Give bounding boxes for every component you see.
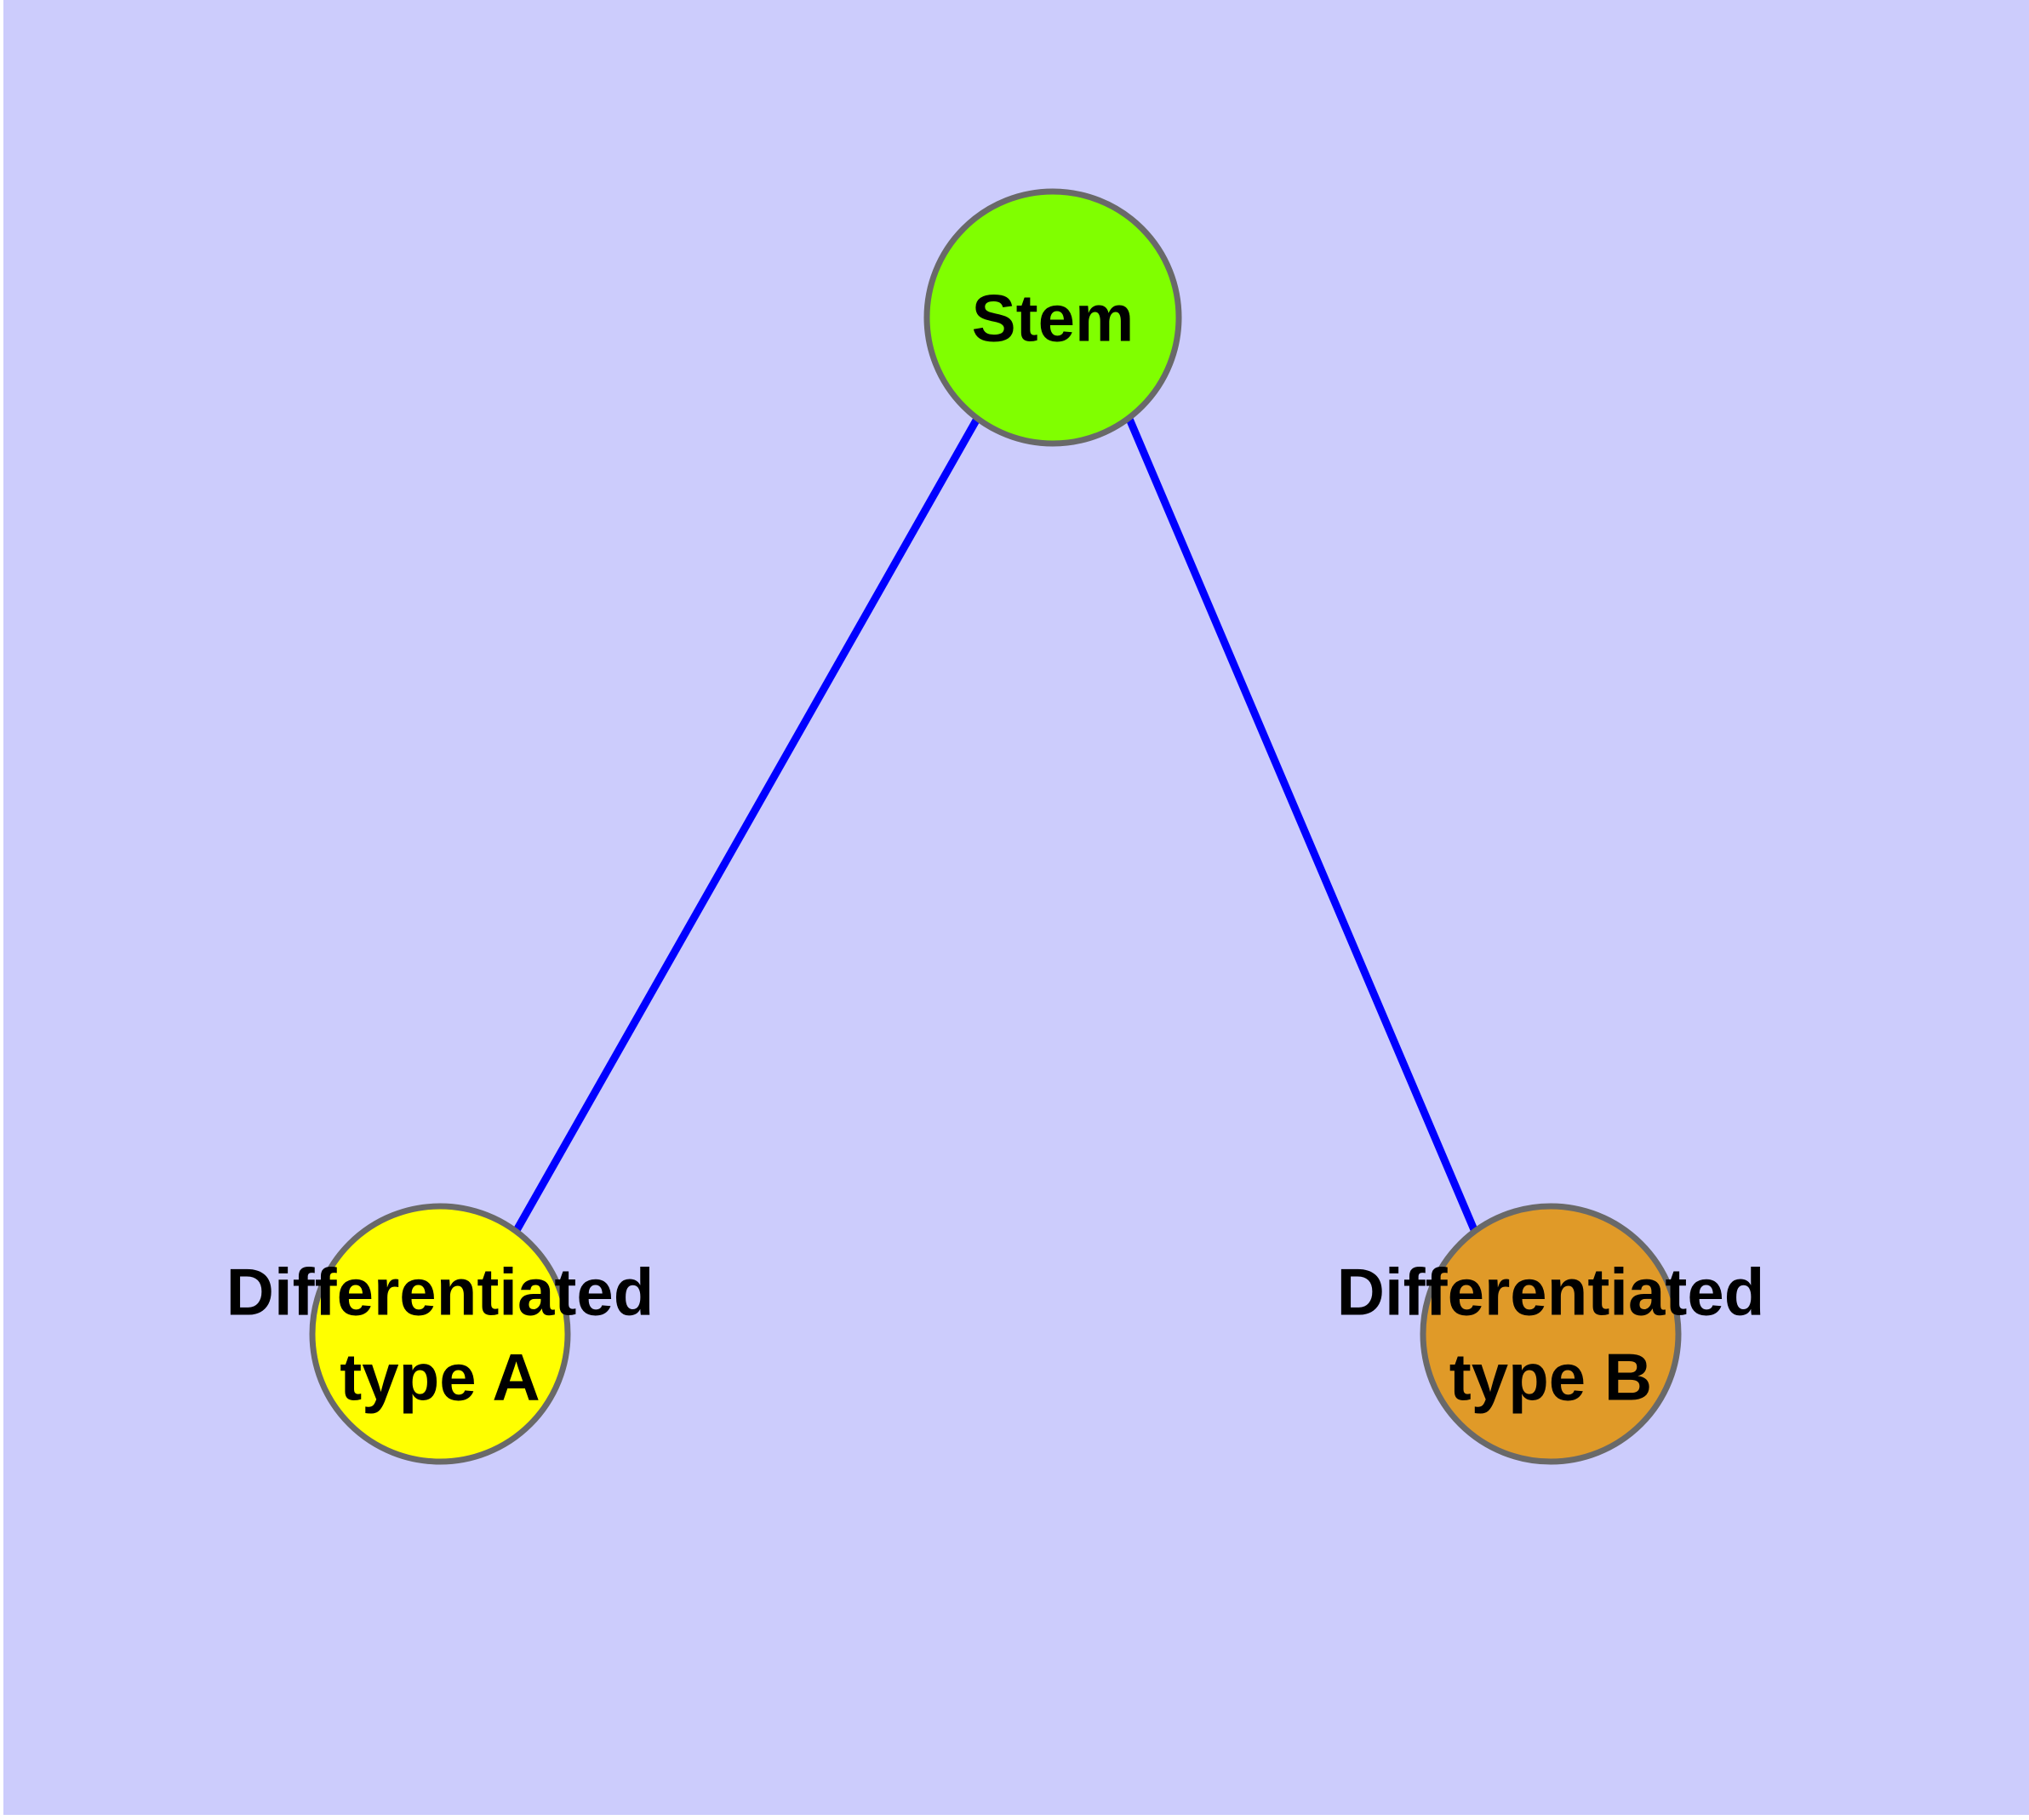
graph-node-label-diff_b: Differentiated type B — [1337, 1254, 1765, 1414]
graph-node-label-stem: Stem — [972, 280, 1135, 355]
label-line: Differentiated — [226, 1254, 654, 1329]
graph-node-diff_a[interactable] — [309, 1203, 571, 1465]
label-line: Differentiated — [1337, 1254, 1765, 1329]
graph-edge-stem-to-diff-a[interactable] — [512, 416, 980, 1234]
graph-node-label-diff_a: Differentiated type A — [226, 1254, 654, 1414]
label-line: type B — [1449, 1339, 1652, 1414]
edges-layer — [512, 416, 1479, 1234]
nodes-layer — [309, 188, 1682, 1465]
graph-node-stem[interactable] — [923, 188, 1182, 447]
label-line: Stem — [972, 280, 1135, 355]
graph-edge-stem-to-diff-b[interactable] — [1125, 417, 1479, 1233]
label-line: type A — [340, 1339, 540, 1414]
graph-node-diff_b[interactable] — [1420, 1203, 1682, 1465]
